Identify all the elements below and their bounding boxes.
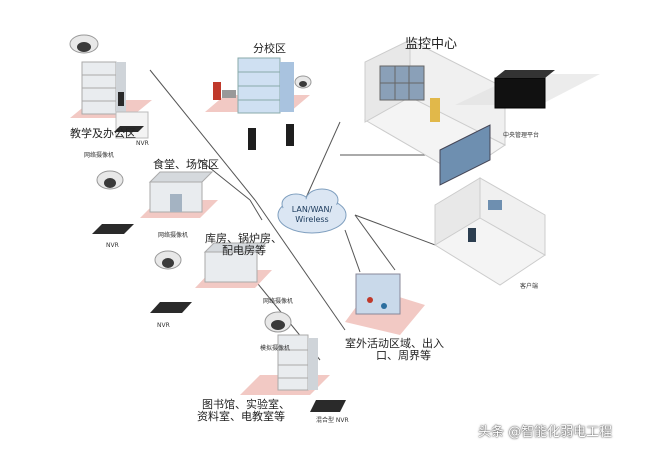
device-label-client: 客户端 xyxy=(520,283,539,290)
dome-camera-icon xyxy=(264,311,292,333)
branch-building xyxy=(205,57,310,150)
zone-label-library-line2: 资料室、电教室等 xyxy=(197,410,285,423)
zone-label-canteen: 食堂、场馆区 xyxy=(153,158,219,171)
zone-label-library-line1: 图书馆、实验室、 xyxy=(202,398,290,411)
device-label-net-camera: 网络摄像机 xyxy=(84,152,115,159)
device-label-nvr: NVR xyxy=(157,322,170,329)
device-label-nvr: NVR xyxy=(106,242,119,249)
device-label-central-platform: 中央管理平台 xyxy=(503,132,540,139)
watermark: 头条 @智能化弱电工程 xyxy=(478,425,613,440)
dome-camera-icon xyxy=(96,170,124,190)
zone-label-monitor-center: 监控中心 xyxy=(405,37,458,52)
canteen-building xyxy=(140,171,218,218)
monitor-center-room xyxy=(363,39,506,186)
device-label-net-camera: 网络摄像机 xyxy=(263,298,294,305)
teaching-building xyxy=(70,61,152,118)
zone-label-outdoor-line1: 室外活动区域、出入 xyxy=(345,337,444,350)
zone-label-branch: 分校区 xyxy=(253,42,286,55)
dome-camera-icon xyxy=(294,75,312,89)
client-room xyxy=(434,177,546,286)
nvr-icon xyxy=(150,302,192,313)
device-label-hybrid-nvr: 混合型 NVR xyxy=(316,417,349,424)
network-cloud xyxy=(277,188,347,234)
nvr-icon xyxy=(114,111,149,139)
dome-camera-icon xyxy=(154,250,182,270)
device-label-analog-camera: 模拟摄像机 xyxy=(260,345,291,352)
hybrid-nvr-icon xyxy=(310,400,346,412)
nvr-icon xyxy=(92,224,134,234)
central-platform-device xyxy=(455,70,600,109)
zone-label-outdoor-line2: 口、周界等 xyxy=(376,349,431,362)
network-label-line1: LAN/WAN/ xyxy=(292,205,333,214)
zone-label-teaching: 教学及办公区 xyxy=(70,127,136,140)
library-building xyxy=(240,334,330,395)
network-label-line2: Wireless xyxy=(295,215,328,224)
zone-label-warehouse-line2: 配电房等 xyxy=(222,244,266,257)
zone-label-warehouse-line1: 库房、锅炉房、 xyxy=(205,232,282,245)
warehouse-building xyxy=(195,242,272,288)
device-label-net-camera: 网络摄像机 xyxy=(158,232,189,239)
device-label-nvr: NVR xyxy=(136,140,149,147)
dome-camera-icon xyxy=(69,34,99,54)
outdoor-area xyxy=(345,273,425,335)
